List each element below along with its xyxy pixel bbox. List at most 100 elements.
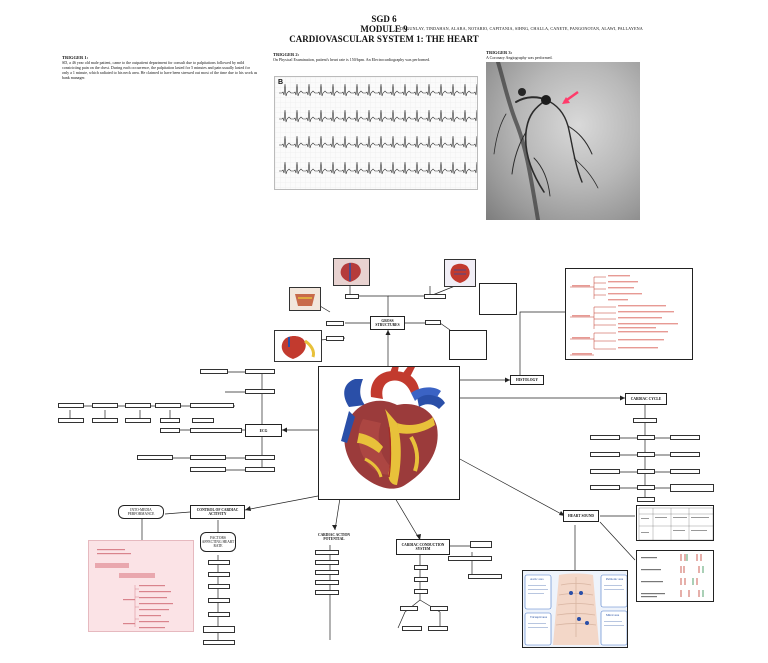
ecg-item-6 xyxy=(245,455,275,460)
ecg-item-7 xyxy=(190,467,226,472)
ecg-panel-label: B xyxy=(278,79,284,86)
trigger-3-heading: TRIGGER 3: xyxy=(486,50,513,55)
conduction-side-3 xyxy=(468,574,502,579)
gross-label-box-2 xyxy=(424,294,446,299)
ecg-sub-7 xyxy=(190,428,242,433)
trigger-2-text: On Physical Examination, patient's heart… xyxy=(273,57,431,62)
cardiac-cycle-node: CARDIAC CYCLE xyxy=(625,393,667,405)
chest-auscultation-graphic xyxy=(524,573,627,646)
gross-structures-node: GROSS STRUCTURES xyxy=(370,316,405,330)
title-line-3: CARDIOVASCULAR SYSTEM 1: THE HEART xyxy=(289,34,479,44)
control-item-6 xyxy=(203,626,235,633)
control-item-4 xyxy=(208,598,230,603)
trigger-2: TRIGGER 2: On Physical Examination, pati… xyxy=(273,52,473,62)
gross-label-box-1 xyxy=(345,294,359,299)
heart-sound-splitting-graphic xyxy=(641,554,704,598)
cycle-step-3 xyxy=(637,452,655,457)
ecg-wave-4 xyxy=(155,403,181,408)
title-line-2: MODULE 9 xyxy=(360,24,408,34)
histology-node: HISTOLOGY xyxy=(510,375,544,385)
pulmonic-area-label: Pulmonic area xyxy=(606,577,624,581)
cycle-left-4 xyxy=(590,485,620,490)
aortic-area-label: Aortic area xyxy=(530,577,544,581)
gross-heart-thumbnail-4 xyxy=(444,259,476,287)
authors: DAGUNLAY, TINDAHAN, ALABA, NOTARIO, CAPI… xyxy=(400,26,643,31)
auscultation-sites-panel: Aortic area Pulmonic area Tricuspid area… xyxy=(522,570,628,648)
ecg-item-5 xyxy=(190,455,226,460)
ecg-item-8 xyxy=(245,467,275,472)
control-item-5 xyxy=(208,612,230,617)
conduction-item-6 xyxy=(402,626,422,631)
control-item-7 xyxy=(203,640,235,645)
ecg-node: ECG xyxy=(245,424,282,437)
ecg-sub-3 xyxy=(125,418,151,423)
conduction-item-2 xyxy=(414,577,428,582)
angiography-image xyxy=(486,62,640,220)
cycle-step-1 xyxy=(633,418,657,423)
trigger-1: TRIGGER 1: SD, a 46 year old male patien… xyxy=(62,55,258,80)
control-cardiac-activity-node: CONTROL OF CARDIAC ACTIVITY xyxy=(190,505,245,519)
ecg-sub-6 xyxy=(160,428,180,433)
ecg-wave-5 xyxy=(190,403,234,408)
heart-sound-splitting-panel xyxy=(636,550,714,602)
conduction-item-5 xyxy=(430,606,448,611)
ecg-sub-2 xyxy=(92,418,118,423)
mitral-area-label: Mitral area xyxy=(606,613,620,617)
tricuspid-area-label: Tricuspid area xyxy=(530,615,548,619)
gross-empty-box-1 xyxy=(479,283,517,315)
gross-empty-box-2 xyxy=(449,330,487,360)
cycle-left-1 xyxy=(590,435,620,440)
heart-sound-table-top-graphic xyxy=(638,507,713,540)
ecg-wave-1 xyxy=(58,403,84,408)
conduction-item-3 xyxy=(414,589,428,594)
cycle-right-2 xyxy=(670,452,700,457)
conduction-item-7 xyxy=(428,626,448,631)
cycle-step-6 xyxy=(637,497,655,502)
cycle-step-2 xyxy=(637,435,655,440)
control-item-3 xyxy=(208,584,230,589)
gross-label-box-5 xyxy=(425,320,441,325)
conduction-side-1 xyxy=(470,541,492,548)
heart-illustration xyxy=(318,365,460,500)
ecg-sub-1 xyxy=(58,418,84,423)
trigger-1-heading: TRIGGER 1: xyxy=(62,55,89,60)
ecg-tracing xyxy=(275,77,477,189)
title-line-1: SGD 6 xyxy=(371,14,397,24)
gross-heart-thumbnail-3 xyxy=(274,330,322,362)
cycle-right-1 xyxy=(670,435,700,440)
conduction-system-node: CARDIAC CONDUCTION SYSTEM xyxy=(396,539,450,555)
histology-table-graphic xyxy=(570,275,678,356)
inotropic-node: INTO-MEDIA PERFORMANCE xyxy=(118,505,164,519)
gross-heart-thumbnail-2 xyxy=(289,287,321,311)
ecg-sub-4 xyxy=(160,418,180,423)
ap-item-5 xyxy=(315,590,339,595)
ecg-wave-2 xyxy=(92,403,118,408)
trigger-3: TRIGGER 3: A Coronary Angiography was pe… xyxy=(486,50,646,60)
ap-item-3 xyxy=(315,570,339,575)
ecg-item-4 xyxy=(137,455,173,460)
conduction-item-4 xyxy=(400,606,418,611)
ap-item-1 xyxy=(315,550,339,555)
cycle-right-3 xyxy=(670,469,700,474)
histology-table-panel xyxy=(565,268,693,360)
trigger-1-text: SD, a 46 year old male patient, came to … xyxy=(62,60,258,80)
ecg-wave-3 xyxy=(125,403,151,408)
cycle-right-4 xyxy=(670,484,714,492)
ecg-sub-5 xyxy=(192,418,214,423)
cycle-step-5 xyxy=(637,485,655,490)
trigger-2-heading: TRIGGER 2: xyxy=(273,52,300,57)
gross-heart-thumbnail-1 xyxy=(333,258,370,286)
ecg-item-1 xyxy=(200,369,228,374)
factors-heart-rate-node: FACTORS AFFECTING HEART RATE xyxy=(200,532,236,552)
control-item-1 xyxy=(208,560,230,565)
ecg-strip-image: B xyxy=(274,76,478,190)
ecg-item-3 xyxy=(245,389,275,394)
coronary-vessels xyxy=(493,62,599,220)
trigger-3-text: A Coronary Angiography was performed. xyxy=(486,55,553,60)
gross-label-box-4 xyxy=(326,336,344,341)
heart-drawing xyxy=(341,365,445,489)
heart-sound-table-top xyxy=(636,505,714,541)
ecg-item-2 xyxy=(245,369,275,374)
conduction-item-1 xyxy=(414,565,428,570)
conduction-side-2 xyxy=(448,556,492,561)
